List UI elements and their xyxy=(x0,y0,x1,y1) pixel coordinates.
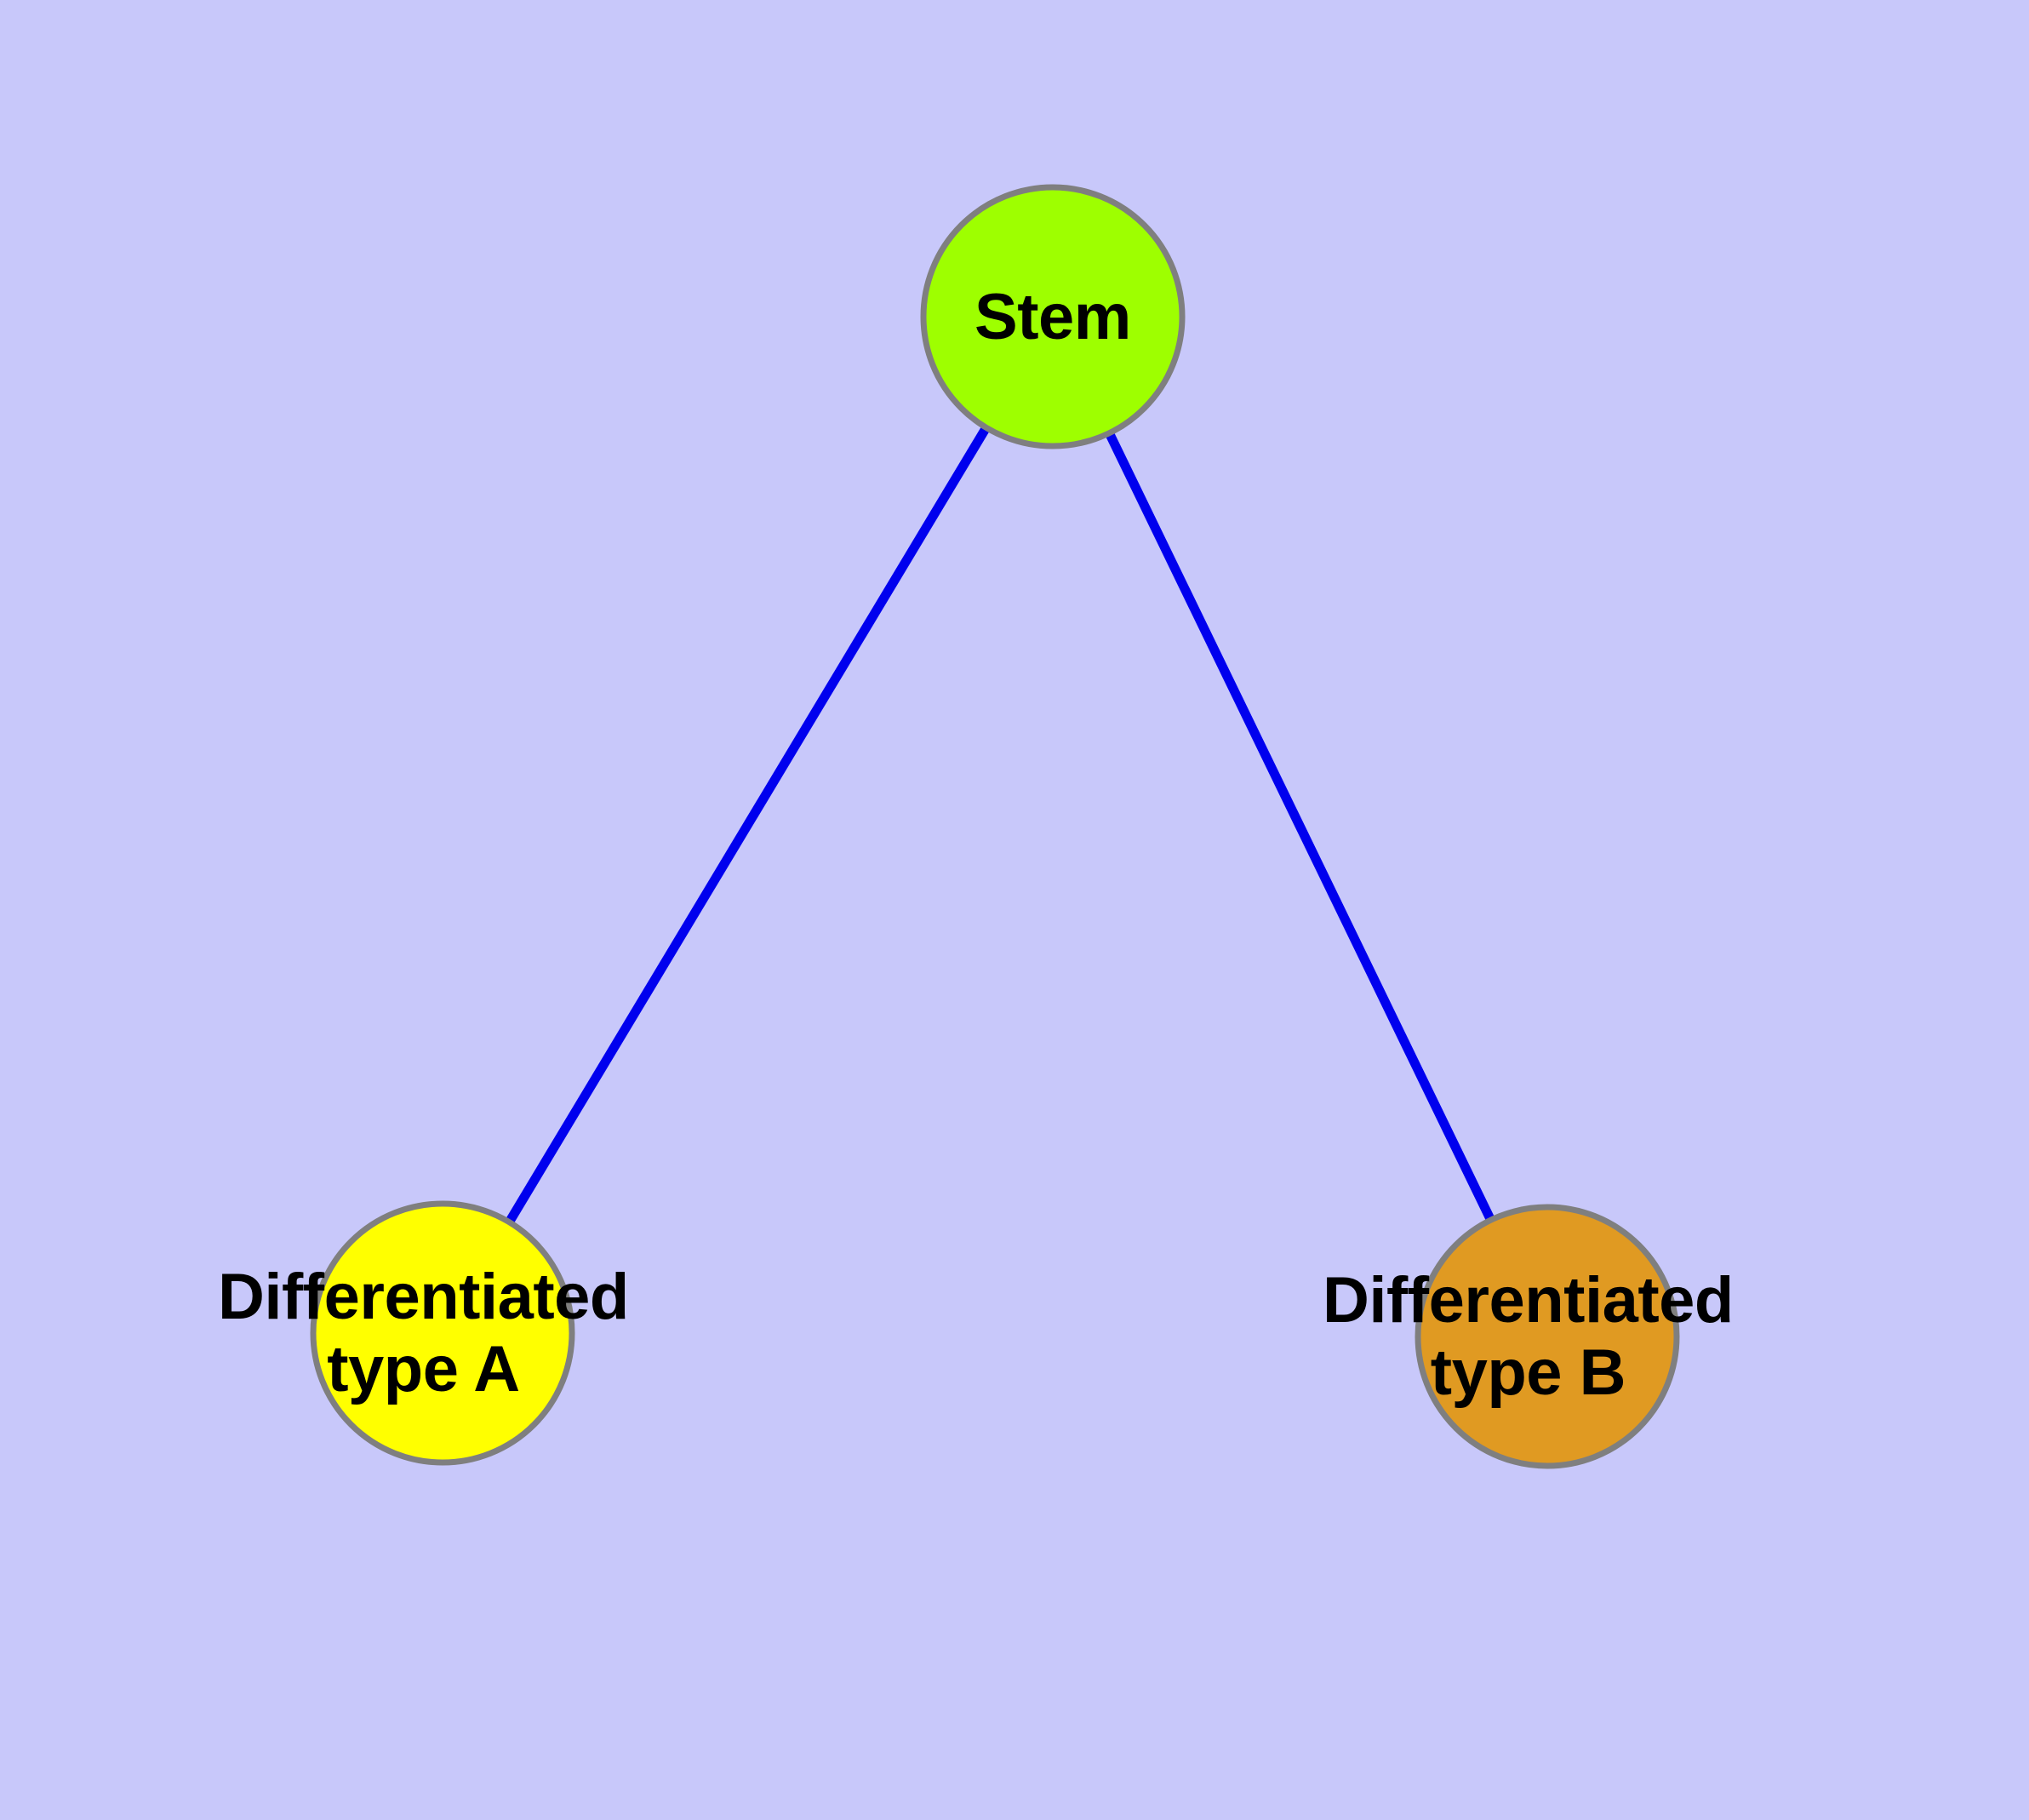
graph-node-diff_a[interactable] xyxy=(310,1200,575,1466)
node-layer xyxy=(310,184,1680,1469)
graph-node-diff_b[interactable] xyxy=(1415,1204,1680,1469)
graph-edge[interactable] xyxy=(438,314,1057,1336)
graph-node-stem[interactable] xyxy=(920,184,1186,449)
edge-layer xyxy=(438,314,1552,1339)
graph-edge[interactable] xyxy=(1049,314,1552,1339)
